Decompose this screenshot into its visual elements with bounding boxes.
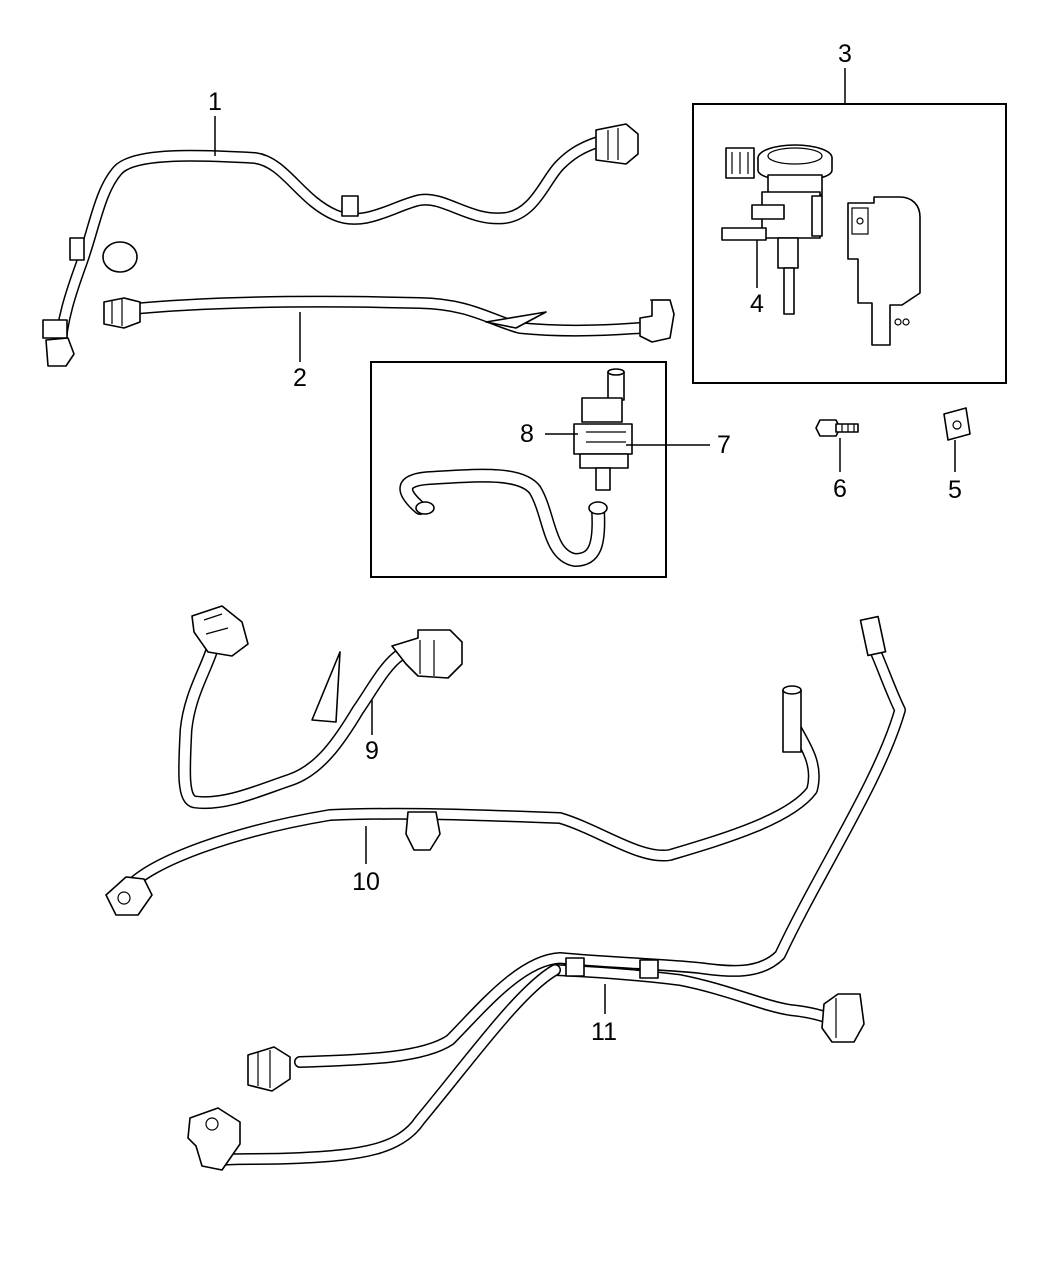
callout-7: 7 (717, 431, 731, 459)
callout-9: 9 (365, 737, 379, 765)
part-5-nut-clip (943, 407, 971, 441)
callout-8: 8 (520, 420, 534, 448)
part-6-bolt (815, 419, 859, 437)
part-9-hose (178, 605, 463, 810)
part-7-hose (399, 468, 608, 567)
group-box-7 (370, 361, 667, 578)
callout-5: 5 (948, 476, 962, 504)
part-8-valve (573, 368, 633, 491)
part-3-bracket (847, 196, 921, 346)
leader-lines (214, 68, 956, 1014)
group-box-3 (692, 103, 1007, 384)
part-10-tube (105, 685, 820, 916)
callout-4: 4 (750, 290, 764, 318)
part-4-valve (721, 144, 833, 315)
part-1-hose (42, 123, 639, 367)
callout-labels: 1 2 3 4 5 6 7 8 9 10 11 (208, 40, 962, 1046)
part-2-hose (103, 295, 675, 343)
callout-6: 6 (833, 475, 847, 503)
callout-2: 2 (293, 364, 307, 392)
callout-3: 3 (838, 40, 852, 68)
callout-11: 11 (591, 1018, 617, 1046)
callout-1: 1 (208, 88, 222, 116)
callout-10: 10 (352, 868, 380, 896)
part-11-tube-assembly (187, 615, 906, 1171)
